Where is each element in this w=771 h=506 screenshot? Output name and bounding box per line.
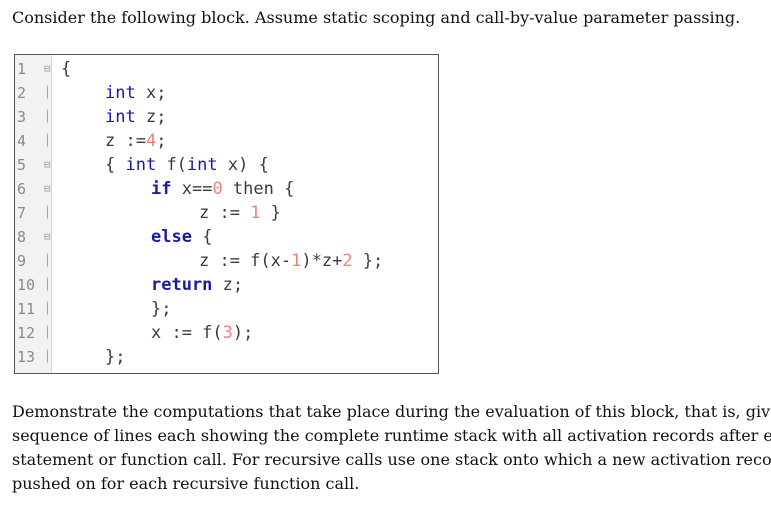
question-paragraph: Demonstrate the computations that take p… (12, 400, 771, 496)
code-text: }; (105, 345, 125, 369)
code-number: 2 (342, 251, 353, 271)
code-number: 4 (145, 131, 157, 151)
code-token: x := f( (151, 323, 223, 343)
code-text: return z; (151, 273, 243, 297)
fold-toggle-icon[interactable]: ⊟ (44, 230, 51, 243)
intro-text: Consider the following block. Assume sta… (12, 8, 741, 27)
code-text: int x; (105, 81, 166, 105)
code-keyword: int (125, 155, 157, 175)
code-keyword: else (151, 227, 192, 247)
question-line: pushed on for each recursive function ca… (12, 474, 360, 493)
line-number: 8 (17, 228, 27, 246)
code-token: }; (151, 299, 172, 319)
line-number: 12 (17, 324, 36, 342)
line-number: 5 (17, 156, 27, 174)
line-number: 6 (17, 180, 27, 198)
code-token: z := (199, 203, 251, 223)
code-token: x== (171, 179, 213, 199)
line-number: 4 (17, 132, 27, 150)
code-token: z; (212, 275, 244, 295)
code-number: 3 (222, 323, 233, 343)
code-token: { (191, 227, 213, 247)
line-number: 10 (17, 276, 36, 294)
fold-toggle-icon[interactable]: ⊟ (44, 182, 51, 195)
code-token: )*z+ (301, 251, 343, 271)
code-token: }; (352, 251, 384, 271)
code-line: 7 │ z := 1 } (15, 201, 438, 225)
line-number: 2 (17, 84, 27, 102)
code-line: 9 │ z := f(x-1)*z+2 }; (15, 249, 438, 273)
code-text: { (61, 57, 71, 81)
fold-toggle-icon[interactable]: ⊟ (44, 62, 51, 75)
code-line: 2 │ int x; (15, 81, 438, 105)
code-token: { (61, 59, 72, 79)
code-text: else { (151, 225, 212, 249)
fold-guide-icon: │ (44, 86, 51, 99)
line-number: 1 (17, 60, 27, 78)
code-number: 1 (291, 251, 302, 271)
code-text: x := f(3); (151, 321, 253, 345)
code-token: ; (156, 131, 167, 151)
code-text: }; (151, 297, 171, 321)
code-token: } (260, 203, 281, 223)
line-number: 11 (17, 300, 36, 318)
code-token: ); (232, 323, 254, 343)
fold-guide-icon: │ (44, 278, 51, 291)
question-line: statement or function call. For recursiv… (12, 450, 771, 469)
code-text: int z; (105, 105, 166, 129)
code-line: 4│z :=4; (15, 129, 438, 153)
code-line: 5 ⊟ { int f(int x) { (15, 153, 438, 177)
code-line: 13 │}; (15, 345, 438, 369)
code-line: 3 │ int z; (15, 105, 438, 129)
fold-toggle-icon[interactable]: ⊟ (44, 158, 51, 171)
code-token: z := (105, 131, 146, 151)
code-token: f( (156, 155, 187, 175)
code-keyword: int (105, 83, 136, 103)
code-number: 0 (212, 179, 223, 199)
code-text: z := 1 } (199, 201, 281, 225)
code-token: x; (135, 83, 167, 103)
line-number: 3 (17, 108, 27, 126)
question-line: sequence of lines each showing the compl… (12, 426, 771, 445)
code-token: { (105, 155, 126, 175)
code-text: z := f(x-1)*z+2 }; (199, 249, 383, 273)
fold-guide-icon: │ (44, 302, 51, 315)
code-number: 1 (250, 203, 261, 223)
line-number: 13 (17, 348, 36, 366)
code-line: 10 │ return z; (15, 273, 438, 297)
question-line: Demonstrate the computations that take p… (12, 402, 771, 421)
line-number: 7 (17, 204, 27, 222)
fold-guide-icon: │ (44, 254, 51, 267)
fold-guide-icon: │ (44, 110, 51, 123)
code-text: z :=4; (105, 129, 166, 153)
code-token: x) { (217, 155, 269, 175)
code-keyword: int (105, 107, 136, 127)
line-number-gutter (15, 55, 52, 373)
code-keyword: int (186, 155, 218, 175)
code-token: then { (222, 179, 295, 199)
code-line: 1 ⊟ { (15, 57, 438, 81)
line-number: 9 (17, 252, 27, 270)
code-token: }; (105, 347, 126, 367)
code-keyword: if (151, 179, 172, 199)
code-token: z := f(x- (199, 251, 292, 271)
code-text: { int f(int x) { (105, 153, 269, 177)
fold-guide-icon: │ (44, 350, 51, 363)
code-line: 11 │}; (15, 297, 438, 321)
code-token: z; (135, 107, 167, 127)
code-keyword: return (151, 275, 213, 295)
code-line: 6 ⊟ if x==0 then { (15, 177, 438, 201)
fold-guide-icon: │ (44, 206, 51, 219)
code-line: 12 │ x := f(3); (15, 321, 438, 345)
fold-guide-icon: │ (44, 134, 51, 147)
code-text: if x==0 then { (151, 177, 294, 201)
code-line: 8 ⊟ else { (15, 225, 438, 249)
code-listing: 1⊟{2│int x;3│int z;4│z :=4;5⊟{ int f(int… (14, 54, 439, 374)
fold-guide-icon: │ (44, 326, 51, 339)
